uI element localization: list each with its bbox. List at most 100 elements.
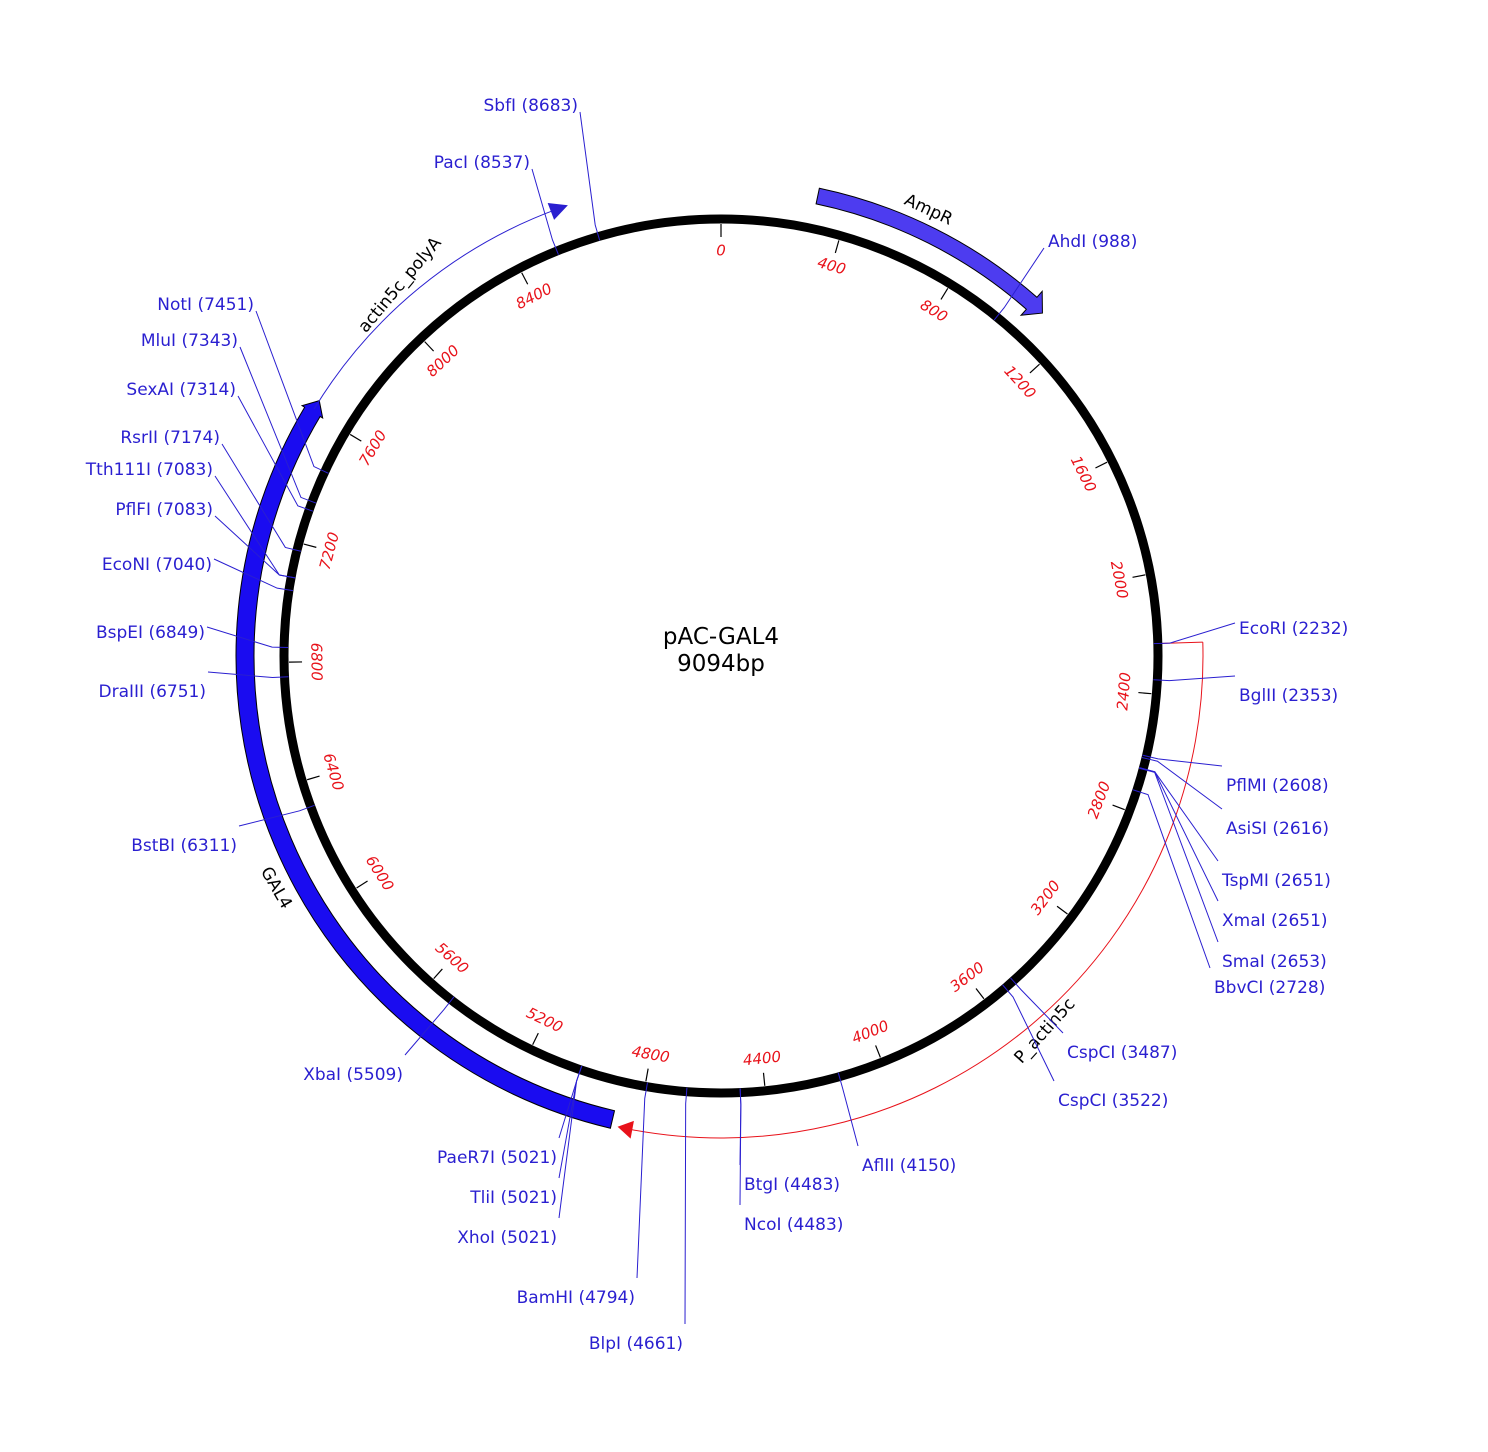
restriction-site[interactable]: RsrII (7174) (120, 428, 301, 552)
restriction-site[interactable]: EcoRI (2232) (1153, 619, 1348, 645)
site-leader-line (214, 515, 296, 579)
site-label: AhdI (988) (1048, 232, 1137, 252)
restriction-site[interactable]: BbvCI (2728) (1132, 789, 1326, 998)
site-leader-line (1139, 767, 1219, 943)
tick-label: 7200 (316, 530, 343, 572)
tick-label: 5600 (432, 939, 472, 978)
tick-label: 1200 (1000, 362, 1039, 402)
restriction-site[interactable]: BtgI (4483) (739, 1088, 840, 1195)
restriction-site[interactable]: SbfI (8683) (483, 96, 601, 241)
site-leader-line (239, 346, 317, 504)
tick-label: 4800 (630, 1042, 671, 1066)
site-leader-line (558, 1065, 583, 1179)
feature-p-actin5c[interactable]: P_actin5c (617, 641, 1204, 1139)
tick-label: 6800 (307, 643, 326, 681)
restriction-site[interactable]: BlpI (4661) (589, 1087, 688, 1354)
restriction-site[interactable]: PacI (8537) (434, 153, 559, 255)
site-leader-line (636, 1082, 648, 1279)
site-leader-line (1153, 622, 1236, 645)
site-leader-line (1153, 675, 1236, 682)
tick-mark (532, 1032, 539, 1046)
restriction-site[interactable]: MluI (7343) (141, 331, 317, 504)
site-label: AflII (4150) (862, 1156, 956, 1176)
tick-mark (975, 988, 985, 1000)
restriction-site[interactable]: PflFI (7083) (115, 500, 296, 579)
tick-label: 3200 (1027, 877, 1064, 918)
site-label: BamHI (4794) (517, 1288, 635, 1308)
site-label: BbvCI (2728) (1214, 978, 1325, 998)
tick-mark (1112, 804, 1125, 811)
tick-mark (1095, 461, 1108, 469)
feature-ampr[interactable]: AmpR (815, 187, 1043, 316)
site-leader-line (739, 1088, 742, 1206)
plasmid-name: pAC-GAL4 (663, 624, 779, 650)
tick-label: 6400 (319, 751, 347, 793)
site-leader-line (1142, 754, 1223, 767)
tick-label: 6000 (362, 852, 398, 894)
site-label: PacI (8537) (434, 153, 530, 173)
restriction-site[interactable]: BspEI (6849) (96, 623, 289, 648)
tick-mark (875, 1045, 881, 1058)
site-leader-line (1010, 977, 1064, 1034)
restriction-site[interactable]: BamHI (4794) (517, 1082, 648, 1308)
site-label: TspMI (2651) (1221, 871, 1331, 891)
site-label: PflFI (7083) (115, 500, 213, 520)
site-leader-line (1132, 789, 1211, 969)
restriction-site[interactable]: AhdI (988) (993, 232, 1137, 321)
restriction-site[interactable]: BstBI (6311) (131, 804, 315, 856)
site-label: NcoI (4483) (744, 1215, 843, 1235)
site-label: AsiSI (2616) (1226, 819, 1329, 839)
site-leader-line (255, 310, 329, 474)
site-label: BtgI (4483) (744, 1175, 840, 1195)
restriction-site[interactable]: XhoI (5021) (457, 1065, 583, 1248)
restriction-site[interactable]: NotI (7451) (157, 295, 329, 474)
restriction-site[interactable]: SexAI (7314) (126, 380, 314, 512)
site-label: MluI (7343) (141, 331, 238, 351)
tick-label: 2400 (1113, 672, 1134, 712)
restriction-site[interactable]: AsiSI (2616) (1141, 757, 1329, 839)
restriction-site[interactable]: EcoNI (7040) (102, 555, 294, 592)
tick-label: 4000 (849, 1017, 891, 1048)
tick-mark (349, 433, 362, 442)
tick-mark (1138, 691, 1152, 695)
site-leader-line (1139, 767, 1219, 902)
plasmid-backbone (279, 214, 1163, 1098)
tick-label: 7600 (355, 427, 390, 469)
site-label: XhoI (5021) (457, 1228, 557, 1248)
tick-mark (645, 1068, 649, 1082)
restriction-site[interactable]: CspCI (3522) (1002, 984, 1169, 1111)
restriction-site[interactable]: XbaI (5509) (303, 996, 455, 1085)
tick-label: 8400 (513, 279, 555, 313)
site-leader-line (238, 804, 315, 827)
site-label: TliI (5021) (469, 1188, 557, 1208)
site-label: CspCI (3522) (1058, 1091, 1168, 1111)
site-label: SmaI (2653) (1222, 952, 1327, 972)
restriction-site[interactable]: DraIII (6751) (99, 671, 289, 702)
site-leader-line (579, 111, 601, 241)
site-label: SexAI (7314) (126, 380, 236, 400)
tick-mark (1056, 905, 1068, 915)
restriction-site[interactable]: PflMI (2608) (1142, 754, 1329, 796)
restriction-sites-layer: SbfI (8683)PacI (8537) AhdI (988) NotI (74… (85, 96, 1348, 1354)
site-leader-line (213, 558, 294, 592)
site-label: CspCI (3487) (1067, 1043, 1177, 1063)
restriction-site[interactable]: SmaI (2653) (1139, 767, 1327, 972)
site-leader-line (221, 443, 301, 552)
feature-label-actin5c-polya: actin5c_polyA (354, 233, 446, 337)
restriction-site[interactable]: CspCI (3487) (1010, 977, 1178, 1063)
site-label: NotI (7451) (157, 295, 254, 315)
site-leader-line (404, 996, 455, 1056)
restriction-site[interactable]: XmaI (2651) (1139, 767, 1328, 931)
restriction-site[interactable]: NcoI (4483) (739, 1088, 843, 1235)
site-leader-line (206, 626, 289, 648)
tick-mark (521, 272, 529, 285)
tick-label: 8000 (423, 341, 463, 380)
site-label: PaeR7I (5021) (437, 1148, 557, 1168)
restriction-site[interactable]: AflII (4150) (837, 1072, 956, 1176)
site-label: BspEI (6849) (96, 623, 205, 643)
restriction-site[interactable]: BglII (2353) (1153, 675, 1338, 706)
tick-mark (940, 288, 949, 300)
tick-label: 2800 (1084, 779, 1114, 821)
tick-label: 1600 (1067, 453, 1100, 495)
tick-mark (433, 968, 443, 980)
